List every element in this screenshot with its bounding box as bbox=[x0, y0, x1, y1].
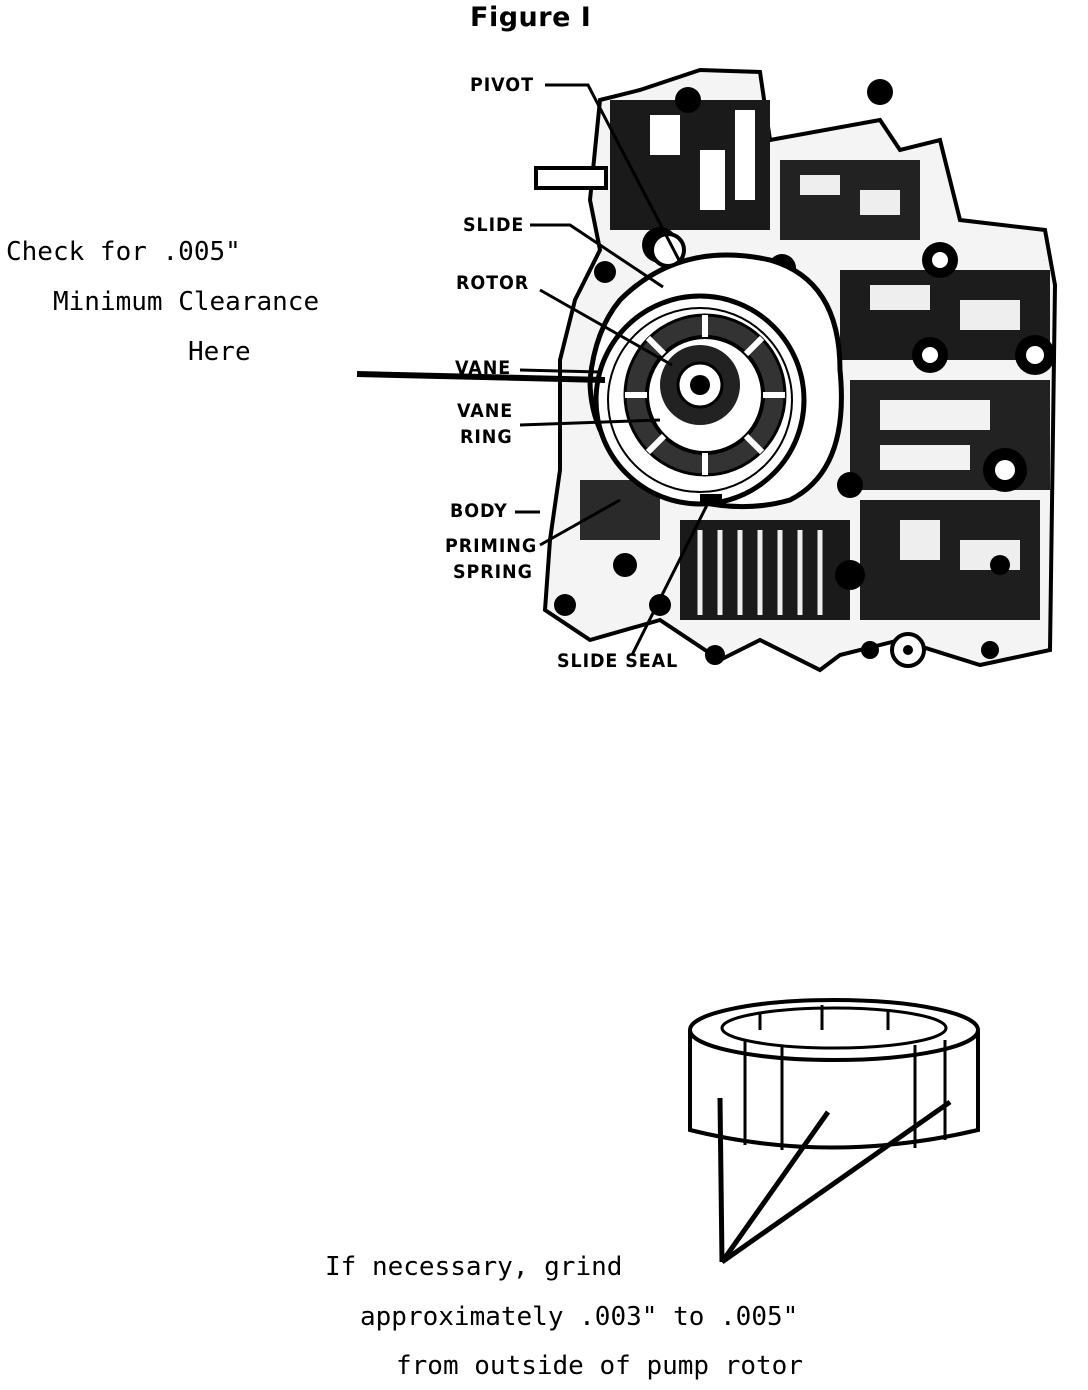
figure-title: Figure I bbox=[470, 2, 592, 33]
label-slide-seal: SLIDE SEAL bbox=[557, 650, 679, 672]
slide-leader bbox=[530, 223, 664, 289]
grind-leader-lines bbox=[717, 1097, 952, 1265]
rotor-leader bbox=[539, 288, 673, 367]
valve-body-illustration bbox=[534, 67, 1058, 673]
label-body: BODY bbox=[450, 500, 508, 522]
label-rotor: ROTOR bbox=[456, 272, 530, 294]
grind-note-line-2: approximately .003" to .005" bbox=[360, 1302, 799, 1332]
clearance-note-line-2: Minimum Clearance bbox=[53, 287, 320, 317]
grind-note-line-1: If necessary, grind bbox=[325, 1252, 623, 1282]
pump-rotor-illustration bbox=[688, 998, 980, 1150]
vane-ring-leader bbox=[519, 418, 661, 427]
clearance-note-line-1: Check for .005" bbox=[6, 237, 241, 267]
label-priming-spring-line-1: PRIMING bbox=[445, 535, 538, 557]
vane-leader bbox=[519, 368, 601, 374]
label-vane: VANE bbox=[455, 357, 512, 379]
label-priming-spring-line-2: SPRING bbox=[453, 561, 533, 583]
label-vane-ring-line-2: RING bbox=[460, 426, 513, 448]
clearance-arrow bbox=[356, 371, 606, 383]
label-vane-ring-line-1: VANE bbox=[457, 400, 514, 422]
leader-lines bbox=[515, 83, 714, 656]
slide-seal-leader bbox=[630, 494, 714, 656]
pivot-leader bbox=[545, 83, 682, 263]
label-slide: SLIDE bbox=[463, 214, 525, 236]
clearance-note-line-3: Here bbox=[188, 337, 251, 367]
priming-spring-leader bbox=[539, 498, 621, 547]
grind-note-line-3: from outside of pump rotor bbox=[396, 1351, 803, 1381]
label-pivot: PIVOT bbox=[470, 74, 534, 96]
